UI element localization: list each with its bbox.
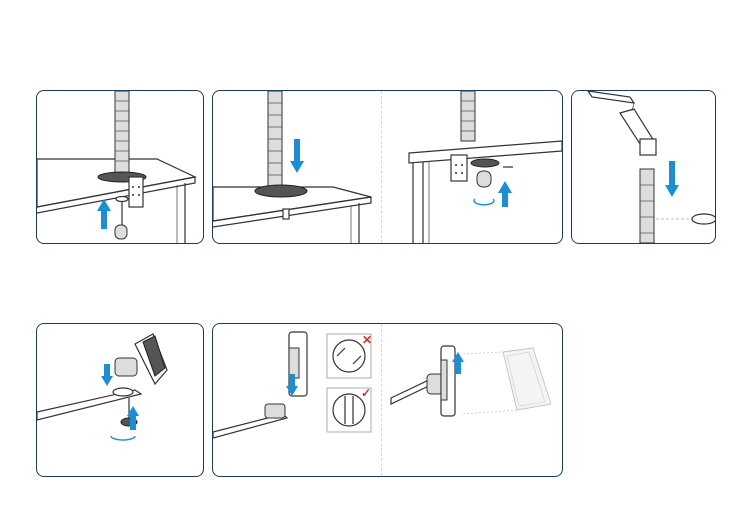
check-mark-icon: ✓	[361, 386, 372, 400]
down-arrow	[665, 161, 679, 197]
illustration-holder-mount	[37, 333, 168, 441]
down-arrow	[101, 364, 113, 386]
step-panel-tablet-clamp: ✕ ✓	[212, 323, 563, 477]
panel-divider	[381, 91, 382, 243]
cross-mark-icon: ✕	[362, 333, 373, 347]
illustration-arm-attach	[587, 91, 715, 243]
illustration-clamp-install	[37, 91, 197, 243]
step-panel-holder-mount	[36, 323, 204, 477]
down-arrow	[286, 374, 298, 396]
up-arrow	[97, 199, 111, 229]
illustration-grommet-and-through-desk	[213, 91, 562, 243]
illustration-tablet-clamp	[213, 331, 552, 439]
step-panel-grommet-install	[212, 90, 563, 244]
up-arrow	[498, 181, 512, 207]
up-arrow	[452, 352, 464, 374]
panel-divider	[381, 324, 382, 476]
step-panel-clamp-install	[36, 90, 204, 244]
up-arrow	[127, 406, 139, 430]
down-arrow	[290, 139, 304, 173]
step-panel-arm-attach	[571, 90, 716, 244]
